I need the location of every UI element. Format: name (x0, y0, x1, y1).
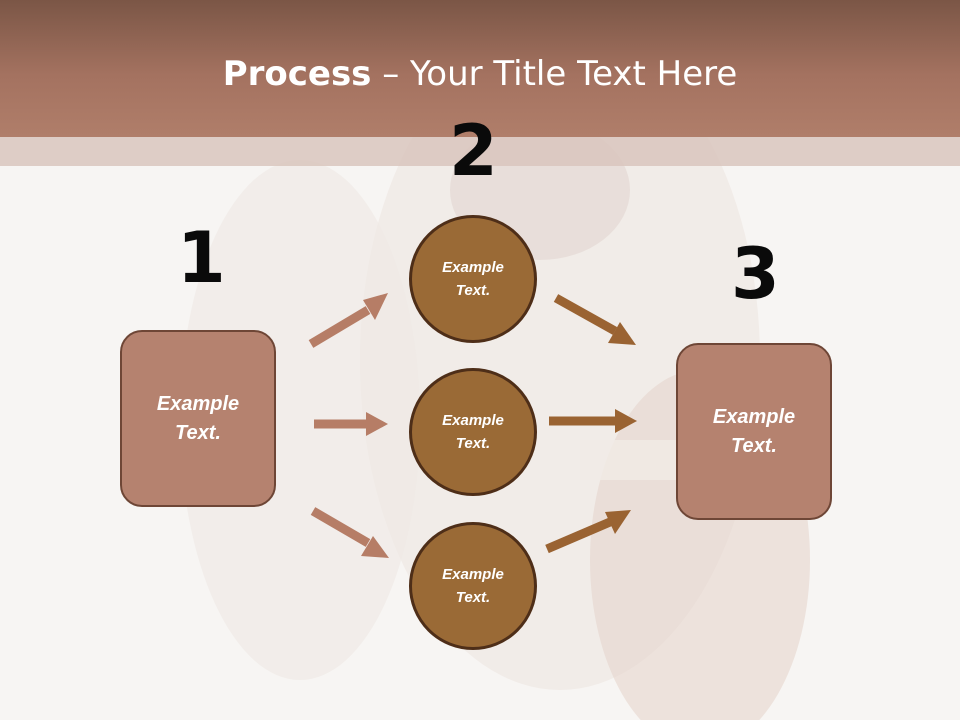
page-title: Process – Your Title Text Here (0, 52, 960, 96)
left-box: Example Text. (120, 330, 276, 507)
step-number-3: 3 (731, 233, 780, 315)
title-rest: – Your Title Text Here (371, 54, 738, 94)
header-band (0, 0, 960, 137)
right-box: Example Text. (676, 343, 832, 520)
title-bold: Process (222, 54, 372, 94)
circle-top: Example Text. (409, 215, 537, 343)
step-number-1: 1 (177, 217, 226, 299)
circle-bottom: Example Text. (409, 522, 537, 650)
circle-middle: Example Text. (409, 368, 537, 496)
step-number-2: 2 (449, 110, 498, 192)
header-strip (0, 137, 960, 166)
